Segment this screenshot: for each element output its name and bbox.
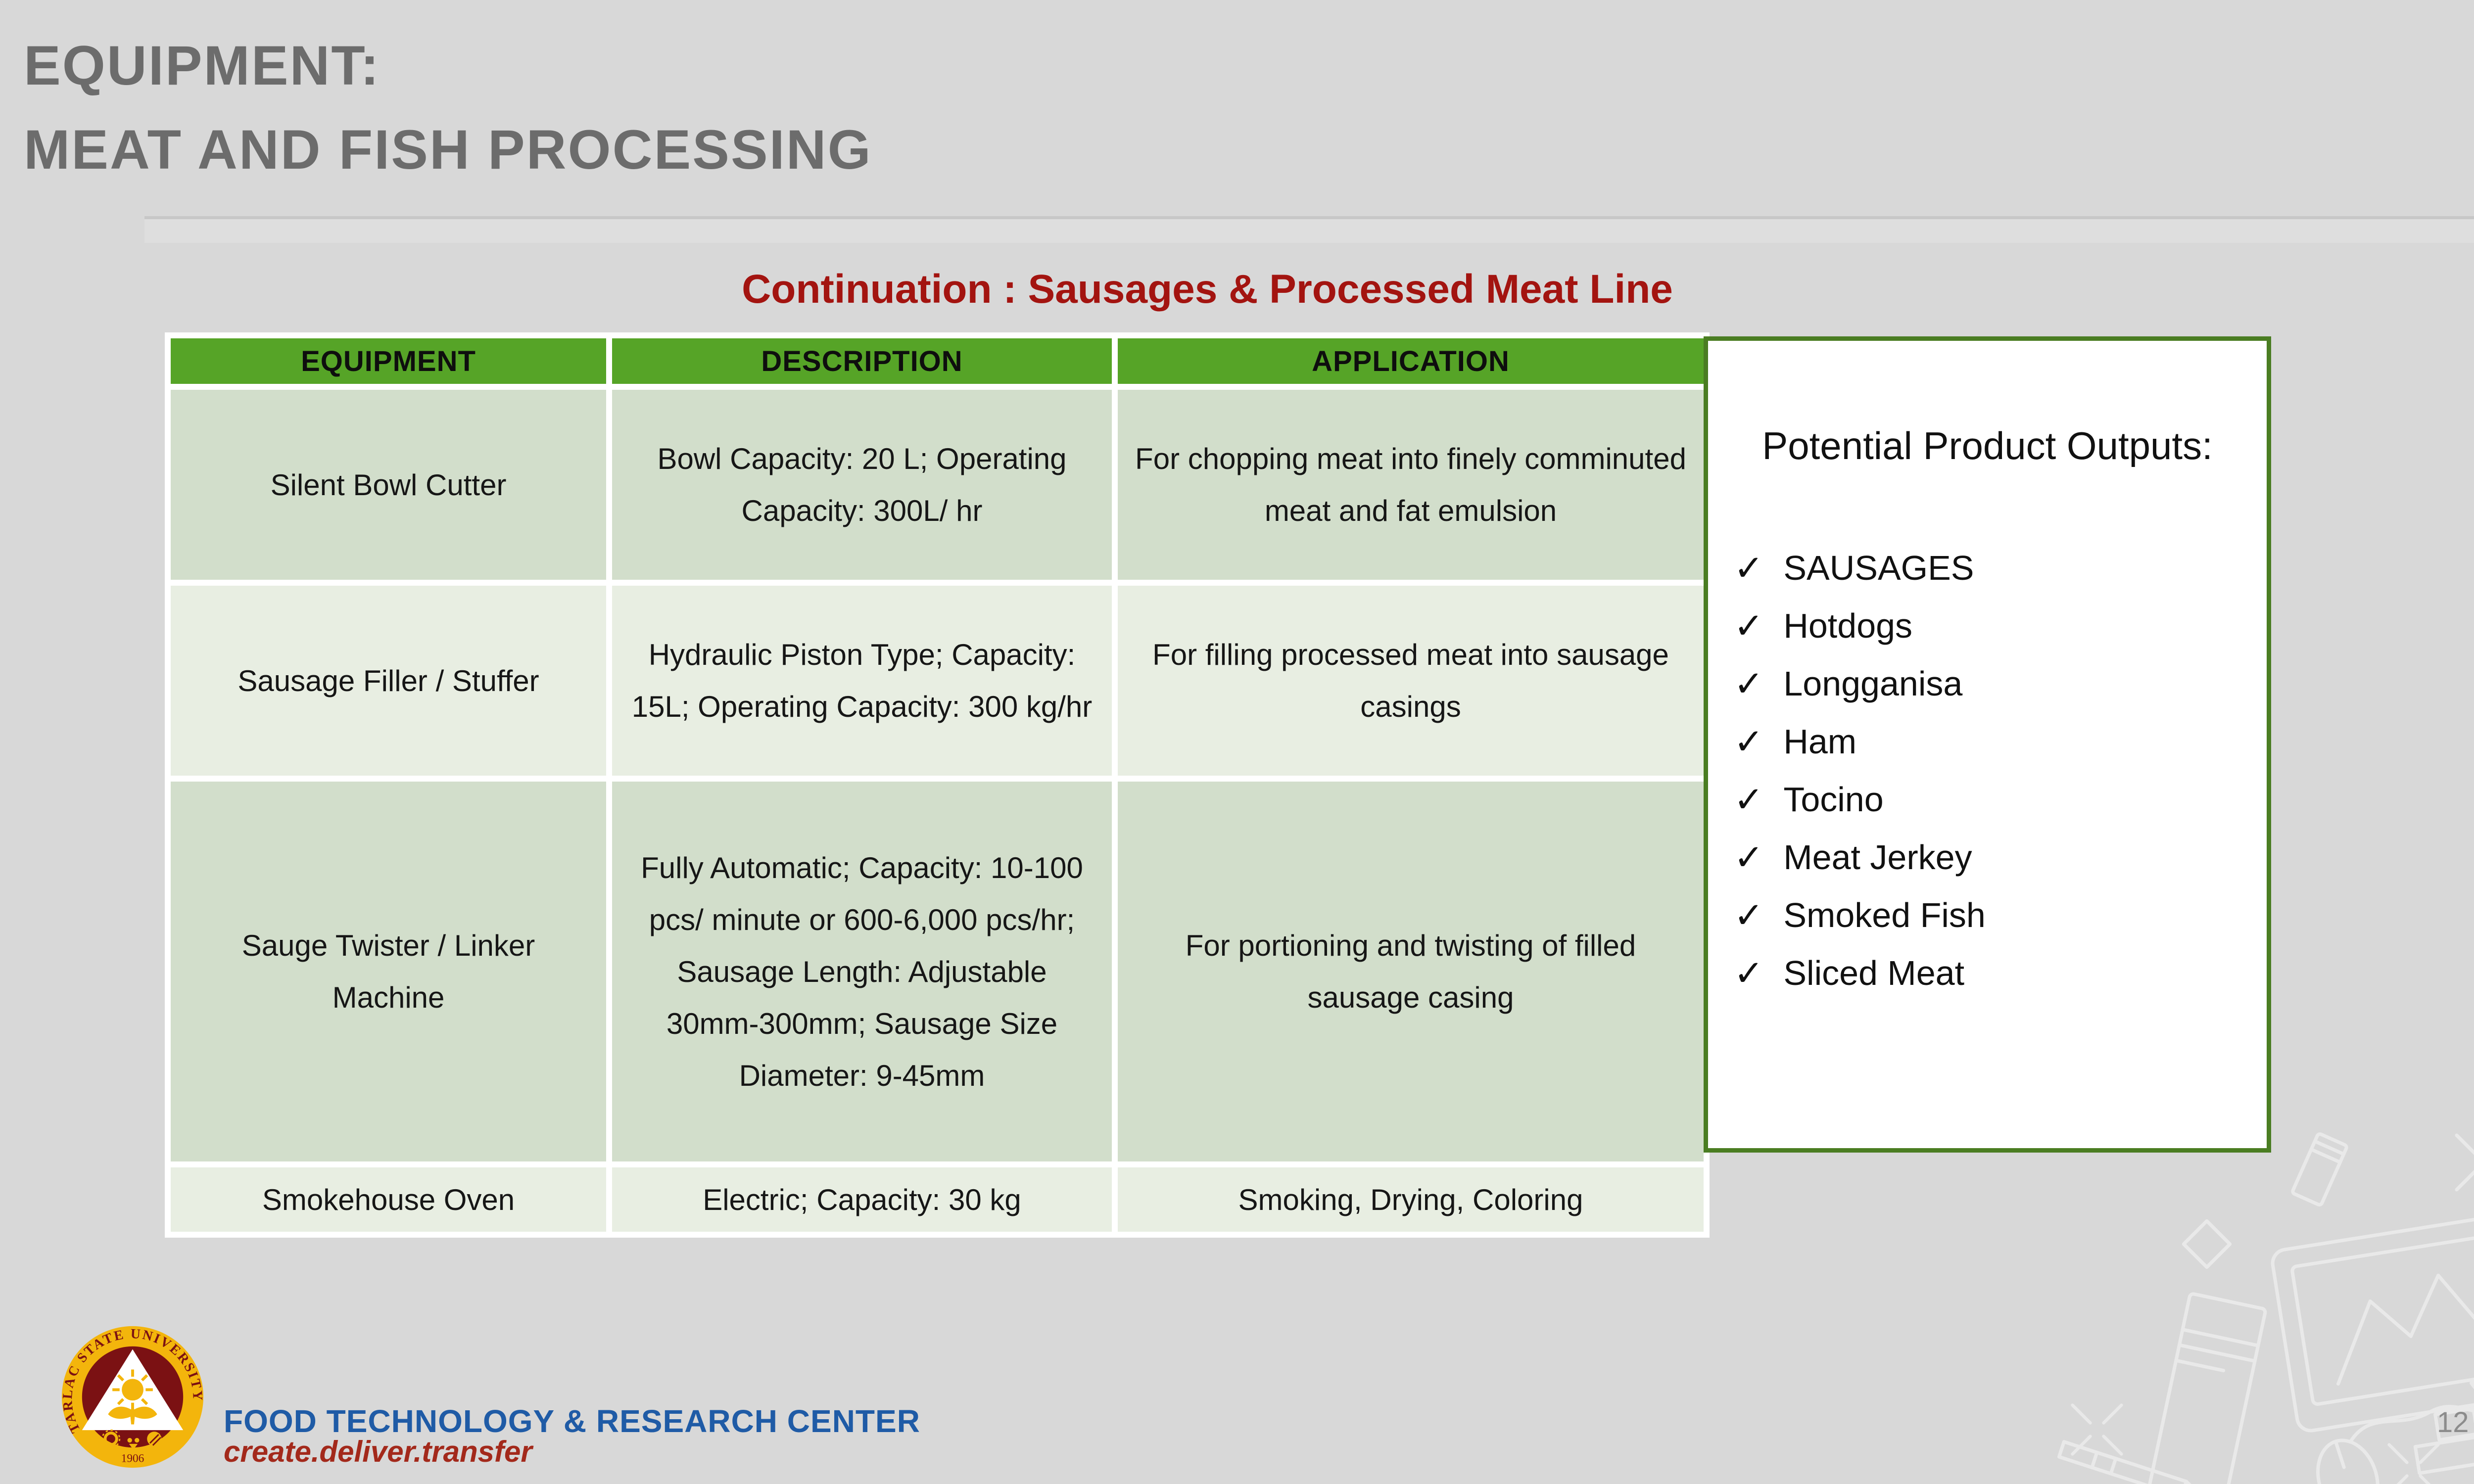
list-item: ✓ Ham xyxy=(1734,712,2267,770)
logo-year: 1906 xyxy=(121,1452,144,1465)
outputs-list: ✓ SAUSAGES ✓ Hotdogs ✓ Longganisa ✓ Ham ✓ Toc… xyxy=(1708,539,2267,1002)
mouse-cable xyxy=(2348,1404,2474,1444)
description-cell: Fully Automatic; Capacity: 10-100 pcs/ m… xyxy=(612,782,1112,1161)
printer-icon xyxy=(2470,1333,2474,1438)
check-icon: ✓ xyxy=(1734,548,1764,588)
phone-icon xyxy=(2291,1132,2348,1206)
table-row: Silent Bowl Cutter Bowl Capacity: 20 L; … xyxy=(171,390,1704,580)
pc-tower-icon xyxy=(2137,1292,2267,1484)
column-header-equipment: EQUIPMENT xyxy=(171,338,606,384)
equipment-cell: Sauge Twister / Linker Machine xyxy=(171,782,606,1161)
list-item: ✓ Meat Jerkey xyxy=(1734,828,2267,886)
university-seal-logo: TARLAC STATE UNIVERSITY 1906 xyxy=(60,1326,204,1468)
potential-outputs-box: Potential Product Outputs: ✓ SAUSAGES ✓ Ho… xyxy=(1704,336,2271,1153)
org-name: FOOD TECHNOLOGY & RESEARCH CENTER xyxy=(224,1403,920,1439)
list-item: ✓ SAUSAGES xyxy=(1734,539,2267,597)
page-title: EQUIPMENT: MEAT AND FISH PROCESSING xyxy=(24,24,872,192)
equipment-cell: Sausage Filler / Stuffer xyxy=(171,586,606,776)
description-cell: Electric; Capacity: 30 kg xyxy=(612,1167,1112,1232)
list-item: ✓ Longganisa xyxy=(1734,654,2267,712)
check-icon: ✓ xyxy=(1734,780,1764,820)
application-cell: Smoking, Drying, Coloring xyxy=(1118,1167,1704,1232)
sparkle-x-icon xyxy=(2455,1133,2474,1192)
title-divider xyxy=(144,216,2474,243)
logo-sun-icon xyxy=(112,1369,153,1410)
output-label: SAUSAGES xyxy=(1783,548,1974,587)
description-cell: Hydraulic Piston Type; Capacity: 15L; Op… xyxy=(612,586,1112,776)
output-label: Hotdogs xyxy=(1783,606,1913,645)
output-label: Meat Jerkey xyxy=(1783,837,1972,877)
check-icon: ✓ xyxy=(1734,722,1764,762)
list-item: ✓ Tocino xyxy=(1734,770,2267,828)
table-row: Sauge Twister / Linker Machine Fully Aut… xyxy=(171,782,1704,1161)
pen-icon xyxy=(2057,1440,2201,1484)
sparkle-x-icon xyxy=(2387,1443,2440,1484)
list-item: ✓ Sliced Meat xyxy=(1734,944,2267,1002)
application-cell: For chopping meat into finely comminuted… xyxy=(1118,390,1704,580)
list-item: ✓ Smoked Fish xyxy=(1734,886,2267,944)
table-row: Sausage Filler / Stuffer Hydraulic Pisto… xyxy=(171,586,1704,776)
mouse-icon xyxy=(2316,1438,2379,1484)
logo-bottom-icons xyxy=(101,1429,162,1450)
outputs-title: Potential Product Outputs: xyxy=(1762,424,2213,467)
sparkle-x-icon xyxy=(2071,1403,2123,1456)
equipment-cell: Silent Bowl Cutter xyxy=(171,390,606,580)
slide-subtitle: Continuation : Sausages & Processed Meat… xyxy=(742,267,1673,312)
check-icon: ✓ xyxy=(1734,606,1764,646)
page-number: 12 xyxy=(2437,1406,2469,1438)
application-cell: For filling processed meat into sausage … xyxy=(1118,586,1704,776)
check-icon: ✓ xyxy=(1734,664,1764,704)
monitor-icon xyxy=(2271,1214,2474,1475)
list-item: ✓ Hotdogs xyxy=(1734,597,2267,654)
column-header-description: DESCRIPTION xyxy=(612,338,1112,384)
output-label: Sliced Meat xyxy=(1783,953,1965,992)
decorative-corner-art xyxy=(2057,1132,2474,1484)
equipment-table: EQUIPMENT DESCRIPTION APPLICATION Silent… xyxy=(165,332,1710,1238)
column-header-application: APPLICATION xyxy=(1118,338,1704,384)
check-icon: ✓ xyxy=(1734,953,1764,993)
check-icon: ✓ xyxy=(1734,837,1764,878)
check-icon: ✓ xyxy=(1734,895,1764,935)
logo-hands-icon xyxy=(108,1406,157,1425)
output-label: Tocino xyxy=(1783,780,1884,819)
org-tagline: create.deliver.transfer xyxy=(224,1435,532,1468)
title-line-2: MEAT AND FISH PROCESSING xyxy=(24,119,872,181)
output-label: Ham xyxy=(1783,722,1857,761)
table-header-row: EQUIPMENT DESCRIPTION APPLICATION xyxy=(171,338,1704,384)
application-cell: For portioning and twisting of filled sa… xyxy=(1118,782,1704,1161)
equipment-cell: Smokehouse Oven xyxy=(171,1167,606,1232)
description-cell: Bowl Capacity: 20 L; Operating Capacity:… xyxy=(612,390,1112,580)
output-label: Longganisa xyxy=(1783,664,1963,703)
diamond-icon xyxy=(2182,1219,2232,1269)
table-row: Smokehouse Oven Electric; Capacity: 30 k… xyxy=(171,1167,1704,1232)
title-line-1: EQUIPMENT: xyxy=(24,35,381,96)
output-label: Smoked Fish xyxy=(1783,895,1986,934)
